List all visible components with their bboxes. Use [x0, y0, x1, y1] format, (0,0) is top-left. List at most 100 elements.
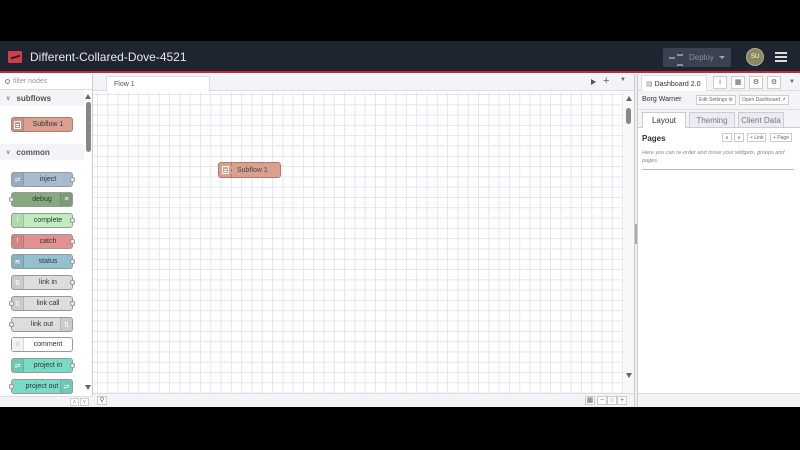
subflows-section: Subflow 1 — [0, 106, 92, 144]
search-icon — [5, 79, 10, 84]
edit-settings-button[interactable]: Edit Settings ⚙ — [696, 95, 736, 105]
dashboard-bar: Borg Warner Edit Settings ⚙ Open Dashboa… — [638, 91, 800, 110]
chevron-down-icon: ∨ — [6, 149, 11, 156]
workspace: Flow 1 + ▼ Subflow 1 ⚲ ▦ − ○ — [93, 74, 634, 407]
zoom-out-button[interactable]: − — [597, 396, 607, 405]
category-common[interactable]: ∨ common — [0, 144, 84, 160]
palette-node-status[interactable]: ≋ status — [11, 254, 75, 269]
debug-bug-icon[interactable]: ⚙ — [749, 76, 763, 89]
tab-dashboard-2[interactable]: ▤ Dashboard 2.0 — [641, 75, 707, 92]
node-label: Subflow 1 — [32, 121, 64, 128]
scroll-down-icon[interactable] — [626, 373, 632, 378]
pages-title: Pages — [642, 134, 666, 143]
move-up-button[interactable]: ∧ — [722, 133, 732, 142]
expand-all-button[interactable]: ∨ — [80, 398, 89, 406]
filter-nodes-input[interactable]: filter nodes — [0, 74, 92, 90]
node-label: project in — [33, 362, 63, 369]
tab-theming[interactable]: Theming — [689, 112, 735, 128]
exclamation-icon: ! — [12, 235, 24, 248]
zoom-in-button[interactable]: + — [617, 396, 627, 405]
dashboard-sub-tabs: Layout Theming Client Data — [638, 110, 800, 128]
app-title: Different-Collared-Dove-4521 — [30, 50, 187, 64]
workspace-tabs: Flow 1 + ▼ — [93, 74, 634, 92]
node-label: debug — [32, 196, 52, 203]
search-flows-button[interactable]: ⚲ — [97, 396, 107, 405]
sidebar-footer — [638, 393, 800, 407]
hamburger-menu-icon[interactable] — [775, 52, 787, 62]
palette-node-comment[interactable]: ○comment — [11, 337, 73, 352]
vertical-scrollbar[interactable] — [623, 92, 634, 393]
scrollbar-thumb[interactable] — [86, 102, 91, 152]
project-icon: ⇄ — [60, 380, 72, 393]
node-label: link in — [39, 279, 57, 286]
node-label: link call — [36, 300, 60, 307]
scrollbar-thumb[interactable] — [626, 108, 631, 124]
palette-node-catch[interactable]: !catch — [11, 234, 75, 249]
pulse-icon: ≋ — [12, 255, 24, 268]
move-down-button[interactable]: ∨ — [734, 133, 744, 142]
pages-section: Pages ∧ ∨ + Link + Page Here you can re-… — [638, 128, 800, 176]
palette-scrollbar[interactable] — [85, 90, 92, 390]
node-label: Subflow 1 — [237, 166, 268, 174]
palette-node-inject[interactable]: ⇄inject — [11, 172, 75, 187]
node-label: project out — [25, 383, 59, 390]
sidebar-splitter[interactable] — [634, 74, 638, 407]
info-icon[interactable]: i — [713, 76, 727, 89]
scroll-up-icon[interactable] — [626, 96, 632, 101]
tab-flow-1[interactable]: Flow 1 — [106, 76, 210, 92]
palette-node-link-in[interactable]: ⇅link in — [11, 275, 75, 290]
category-label: subflows — [16, 93, 52, 103]
add-link-button[interactable]: + Link — [747, 133, 767, 142]
node-label: status — [38, 258, 58, 265]
debug-icon: ≡ — [60, 193, 72, 206]
node-label: complete — [33, 217, 63, 224]
scroll-tabs-icon[interactable] — [591, 79, 596, 85]
tab-layout[interactable]: Layout — [642, 112, 686, 128]
subflow-icon — [219, 163, 232, 177]
divider — [642, 169, 794, 170]
add-page-button[interactable]: + Page — [770, 133, 792, 142]
comment-icon: ○ — [12, 338, 24, 351]
canvas-node-subflow-1[interactable]: Subflow 1 — [218, 162, 281, 178]
palette-node-complete[interactable]: ! complete — [11, 213, 75, 228]
user-avatar[interactable]: SU — [746, 48, 764, 66]
config-gear-icon[interactable]: ⚙ — [767, 76, 781, 89]
link-icon: ⇅ — [12, 297, 24, 310]
palette-node-debug[interactable]: debug ≡ — [9, 192, 73, 207]
palette-node-link-call[interactable]: ⇅ link call — [9, 296, 75, 311]
sidebar-tabs: ▤ Dashboard 2.0 i ▦ ⚙ ⚙ ▼ — [638, 74, 800, 92]
scroll-up-icon[interactable] — [85, 94, 91, 99]
flow-canvas[interactable]: Subflow 1 — [93, 92, 623, 393]
node-red-editor: Different-Collared-Dove-4521 Deploy SU f… — [0, 41, 800, 407]
palette-node-subflow-1[interactable]: Subflow 1 — [11, 117, 73, 132]
navigator-map-icon[interactable]: ▦ — [585, 396, 595, 405]
node-red-logo-icon — [8, 51, 22, 63]
node-label: link out — [30, 321, 54, 328]
deploy-icon — [669, 53, 683, 66]
palette-node-project-out[interactable]: project out⇄ — [9, 379, 73, 394]
flow-list-menu-icon[interactable]: ▼ — [620, 77, 626, 83]
add-flow-icon[interactable]: + — [603, 75, 610, 87]
filter-placeholder: filter nodes — [13, 78, 48, 85]
deploy-caret-icon[interactable] — [719, 56, 725, 59]
exclamation-icon: ! — [12, 214, 24, 227]
palette-node-project-in[interactable]: ⇄ project in — [11, 358, 75, 373]
category-subflows[interactable]: ∨ subflows — [0, 90, 84, 106]
scroll-down-icon[interactable] — [85, 385, 91, 390]
open-dashboard-button[interactable]: Open Dashboard ↗ — [739, 95, 789, 105]
deploy-button[interactable]: Deploy — [663, 48, 731, 67]
project-icon: ⇄ — [12, 359, 24, 372]
zoom-reset-button[interactable]: ○ — [607, 396, 617, 405]
category-label: common — [16, 147, 50, 157]
inject-icon: ⇄ — [12, 173, 24, 186]
palette-node-link-out[interactable]: link out⇅ — [9, 317, 73, 332]
pages-description: Here you can re-order and move your widg… — [642, 150, 785, 164]
chevron-down-icon: ∨ — [6, 95, 11, 102]
header-bar: Different-Collared-Dove-4521 Deploy SU — [0, 41, 800, 73]
dashboard-name: Borg Warner — [642, 96, 682, 103]
collapse-all-button[interactable]: ∧ — [70, 398, 79, 406]
sidebar-menu-icon[interactable]: ▼ — [789, 79, 795, 85]
help-book-icon[interactable]: ▦ — [731, 76, 745, 89]
tab-client-data[interactable]: Client Data — [738, 112, 784, 128]
deploy-label: Deploy — [689, 53, 714, 62]
